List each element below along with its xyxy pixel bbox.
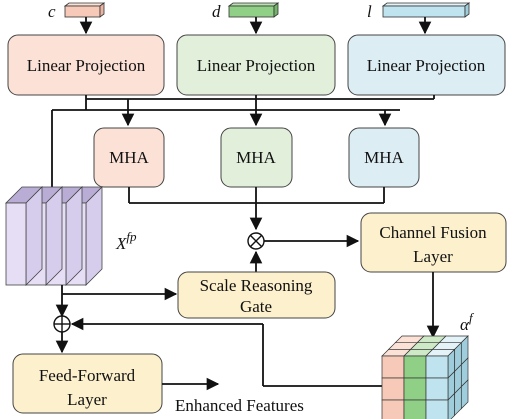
feature-slab-side <box>85 186 103 286</box>
cube-front-cell <box>403 399 427 419</box>
input-c-group: c <box>48 2 106 21</box>
linear-projection-l: Linear Projection <box>347 34 506 96</box>
input-d-tensor <box>227 2 280 18</box>
scale-reasoning-gate: Scale Reasoning Gate <box>177 271 336 319</box>
linear-projection-c-label: Linear Projection <box>27 56 146 75</box>
linear-projection-c: Linear Projection <box>7 34 165 96</box>
cube-front-cell <box>381 377 405 401</box>
cube-front-cell <box>381 399 405 419</box>
mha-c-label: MHA <box>109 148 149 167</box>
scale-gate-line2: Gate <box>240 297 272 316</box>
input-d-group: d <box>212 2 280 21</box>
linear-projection-l-label: Linear Projection <box>367 56 486 75</box>
cube-front-cell <box>403 355 427 379</box>
input-c-tensor <box>63 2 106 18</box>
feature-stack-connections <box>55 285 178 318</box>
cube-side-cell <box>460 379 469 410</box>
feature-slab-side <box>25 186 43 286</box>
cube-front-cell <box>425 355 449 379</box>
input-l-group: l <box>367 2 471 21</box>
input-d-label: d <box>212 2 221 21</box>
scale-gate-line1: Scale Reasoning <box>200 276 313 295</box>
mha-to-multiply-connections <box>128 187 385 231</box>
alpha-label: αf <box>460 310 475 334</box>
cube-front-cell <box>425 377 449 401</box>
input-l-tensor <box>381 2 471 18</box>
linear-projection-d-label: Linear Projection <box>197 56 316 75</box>
feature-stack <box>5 186 103 286</box>
cube-feedback-connection <box>70 317 382 387</box>
feed-forward-layer: Feed-Forward Layer <box>12 353 163 414</box>
channel-fusion-line1: Channel Fusion <box>379 223 487 242</box>
mha-c: MHA <box>93 127 165 188</box>
input-c-label: c <box>48 2 56 21</box>
feature-slab-side <box>45 186 63 286</box>
feed-forward-line1: Feed-Forward <box>39 366 136 385</box>
mha-l-label: MHA <box>364 148 404 167</box>
mha-d-label: MHA <box>236 148 276 167</box>
cube-front-cell <box>403 377 427 401</box>
linear-projection-d: Linear Projection <box>176 34 336 96</box>
enhanced-features-label: Enhanced Features <box>175 396 304 415</box>
add-operator <box>53 315 71 333</box>
mha-l: MHA <box>348 127 420 188</box>
input-l-label: l <box>367 2 372 21</box>
feature-stack-label: Xfp <box>115 229 137 253</box>
feed-forward-line2: Layer <box>67 390 107 409</box>
feature-slab-front <box>5 202 27 286</box>
feature-slab-side <box>65 186 83 286</box>
projection-to-mha-connections <box>51 95 435 203</box>
cube-front-cell <box>425 399 449 419</box>
mha-d: MHA <box>220 127 293 188</box>
cube-front-cell <box>381 355 405 379</box>
channel-fusion-layer: Channel Fusion Layer <box>360 212 507 273</box>
channel-fusion-line2: Layer <box>413 247 453 266</box>
multiply-operator <box>247 232 265 250</box>
alpha-cube <box>381 335 469 419</box>
